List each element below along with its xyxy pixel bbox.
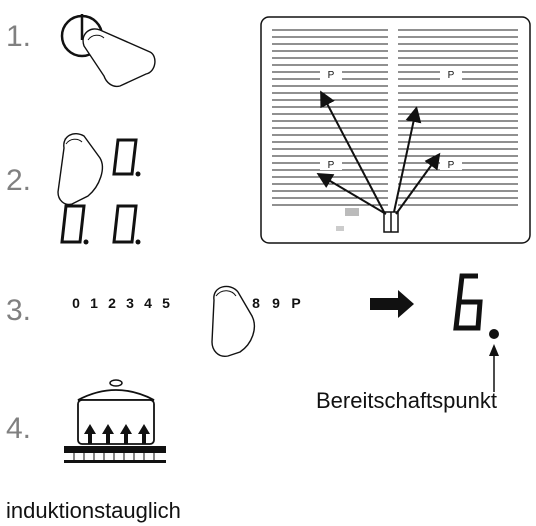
svg-text:P: P [448,70,455,81]
step-4-number: 4. [6,412,31,445]
cooking-pot-icon [64,379,166,463]
step-3-number: 3. [6,294,31,327]
standby-dot-label: Bereitschaftspunkt [316,388,497,413]
power-level-0: 0 [72,295,80,311]
power-level-5: 5 [162,295,170,311]
level-display: 6. [453,273,499,339]
arrow-to-front-left [316,172,387,215]
power-level-p: P [291,295,300,311]
zone-label-front-right: P [440,158,462,171]
power-level-4: 4 [144,295,152,311]
svg-text:P: P [328,70,335,81]
induction-suitable-label: induktionstauglich [6,498,181,523]
power-level-scale: 012345789P [72,295,301,311]
step-2-number: 2. [6,164,31,197]
zone-label-rear-left: P [320,68,342,81]
power-level-3: 3 [126,295,134,311]
arrow-to-front-right [395,152,441,215]
step-1-number: 1. [6,20,31,53]
zone-label-rear-right: P [440,68,462,81]
arrow-to-rear-left [320,90,385,213]
finger-touch-icon [57,132,104,206]
svg-text:P: P [328,160,335,171]
power-level-9: 9 [272,295,280,311]
power-level-1: 1 [90,295,98,311]
cooktop-diagram-icon: P P P P [260,16,531,244]
svg-text:P: P [448,160,455,171]
finger-touch-icon [211,285,256,357]
standby-dot-pointer [489,344,499,392]
arrow-to-rear-right [393,106,422,213]
right-arrow-icon [370,290,414,318]
control-panel-sketch [336,208,399,233]
power-level-2: 2 [108,295,116,311]
finger-touch-icon [82,28,156,88]
power-level-8: 8 [252,295,260,311]
zone-label-front-left: P [320,158,342,171]
